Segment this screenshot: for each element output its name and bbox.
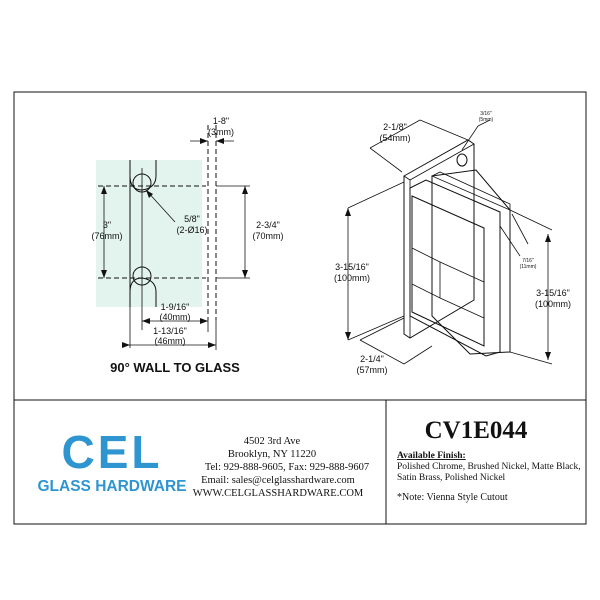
iso-dim-height-left: 3-15/16" <box>335 262 369 272</box>
iso-dim-glass: 7/16" <box>522 258 534 264</box>
brand-logo-subtitle: GLASS HARDWARE <box>38 478 187 495</box>
front-dim-left: 3" <box>103 220 111 230</box>
iso-dim-depth: 2-1/4" <box>360 354 384 364</box>
iso-glass-panel <box>431 169 511 355</box>
front-hole-bottom <box>132 266 152 286</box>
front-view-caption: 90° WALL TO GLASS <box>110 360 240 375</box>
iso-hinge-face <box>411 195 485 347</box>
iso-dim-height-right: 3-15/16" <box>536 288 570 298</box>
front-dim-bottom1: 1-9/16" <box>161 302 190 312</box>
front-dim-left-mm: (76mm) <box>92 231 123 241</box>
front-dim-right-mm: (70mm) <box>253 231 284 241</box>
model-number: CV1E044 <box>425 417 528 444</box>
address-website: WWW.CELGLASSHARDWARE.COM <box>193 488 364 499</box>
address-phone: Tel: 929-888-9605, Fax: 929-888-9607 <box>205 462 369 473</box>
front-dim-bottom2: 1-13/16" <box>153 326 187 336</box>
iso-dim-depth-mm: (57mm) <box>357 365 388 375</box>
iso-mount-hole <box>456 153 468 167</box>
finish-heading: Available Finish: <box>397 451 466 461</box>
finish-line2: Satin Brass, Polished Nickel <box>397 473 506 483</box>
front-dim-right: 2-3/4" <box>256 220 280 230</box>
brand-logo-cel: CEL <box>62 426 163 478</box>
iso-hinge-body <box>409 179 501 357</box>
address-line1: 4502 3rd Ave <box>244 436 301 447</box>
front-dim-bottom1-mm: (40mm) <box>160 312 191 322</box>
front-dim-top-mm: (3mm) <box>208 127 234 137</box>
iso-dim-height-right-mm: (100mm) <box>535 299 571 309</box>
iso-dim-width-mm: (54mm) <box>380 133 411 143</box>
front-dim-hole: 5/8" <box>184 214 200 224</box>
front-dim-hole-sub: (2-Ø16) <box>176 225 207 235</box>
iso-dim-glass-mm: (11mm) <box>520 264 537 270</box>
front-dim-top: 1-8" <box>213 116 229 126</box>
iso-view-drawing <box>345 119 553 365</box>
sheet-border <box>13 91 587 525</box>
front-dim-bottom2-mm: (46mm) <box>155 336 186 346</box>
front-view-drawing <box>96 125 250 350</box>
address-line2: Brooklyn, NY 11220 <box>228 449 316 460</box>
iso-dim-height-left-mm: (100mm) <box>334 273 370 283</box>
vienna-note: *Note: Vienna Style Cutout <box>397 492 508 503</box>
iso-dim-hole-small-mm: (5mm) <box>479 117 494 123</box>
front-hole-top <box>132 173 152 193</box>
finish-line1: Polished Chrome, Brushed Nickel, Matte B… <box>397 462 581 472</box>
iso-dim-hole-small: 3/16" <box>480 111 492 117</box>
front-glass-panel <box>96 160 202 307</box>
address-email: Email: sales@celglasshardware.com <box>201 475 355 486</box>
iso-dim-width: 2-1/8" <box>383 122 407 132</box>
